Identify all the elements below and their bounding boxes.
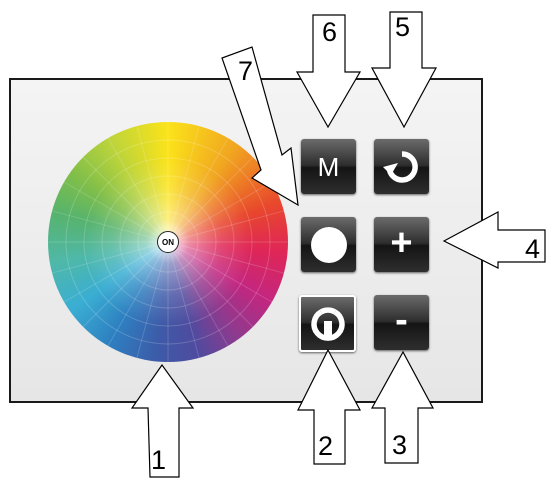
callout-label-6: 6 <box>322 17 338 47</box>
wheel-spoke <box>136 125 165 229</box>
wheel-spoke <box>136 255 165 359</box>
wheel-spoke <box>179 181 273 236</box>
callout-label-1: 1 <box>151 445 167 475</box>
mode-label: M <box>317 151 340 182</box>
mode-button[interactable]: M <box>301 139 356 194</box>
wheel-on-label[interactable]: ON <box>157 231 179 253</box>
wheel-spoke <box>82 156 159 233</box>
wheel-spoke <box>181 245 285 274</box>
wheel-spoke <box>171 125 200 229</box>
wheel-spoke <box>107 253 162 347</box>
callout-label-3: 3 <box>392 430 408 460</box>
white-circle-icon <box>310 226 347 263</box>
wheel-spoke <box>171 255 200 359</box>
refresh-button[interactable] <box>374 139 429 194</box>
wheel-spoke <box>177 156 254 233</box>
white-light-button[interactable] <box>301 217 356 272</box>
wheel-spoke <box>181 210 285 239</box>
refresh-icon <box>382 150 418 183</box>
brightness-down-button[interactable]: - <box>374 295 429 350</box>
callout-label-7: 7 <box>238 56 254 86</box>
wheel-spoke <box>63 181 157 236</box>
brightness-up-button[interactable]: + <box>374 217 429 272</box>
wheel-spoke <box>82 251 159 328</box>
wheel-spoke <box>179 248 273 303</box>
wheel-spoke <box>174 253 229 347</box>
callout-label-2: 2 <box>318 431 334 461</box>
power-button[interactable] <box>299 295 356 352</box>
callout-label-5: 5 <box>395 12 411 42</box>
wheel-spoke <box>107 137 162 231</box>
wheel-spoke <box>51 210 155 239</box>
minus-label: - <box>395 299 408 341</box>
wheel-spoke <box>51 245 155 274</box>
wheel-spoke <box>174 137 229 231</box>
color-wheel-segments <box>48 122 288 362</box>
wheel-spoke <box>177 251 254 328</box>
callout-label-4: 4 <box>525 234 541 264</box>
power-icon <box>310 306 345 341</box>
plus-label: + <box>390 222 413 264</box>
wheel-spoke <box>63 248 157 303</box>
